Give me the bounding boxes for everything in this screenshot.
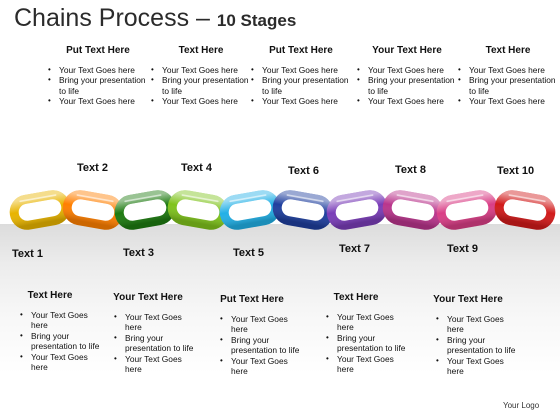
stage-label-7: Text 7 — [339, 243, 370, 255]
column-heading: Put Text Here — [220, 294, 284, 305]
column-heading: Text Here — [333, 292, 379, 303]
bullet-item: Your Text Goes here — [114, 354, 198, 375]
bullet-item: Your Text Goes here — [48, 65, 148, 76]
bullet-item: Your Text Goes here — [20, 310, 100, 331]
column-heading: Text Here — [27, 290, 73, 301]
chain-link-6 — [272, 190, 334, 230]
column-heading: Put Text Here — [269, 45, 333, 56]
chain-graphic — [9, 190, 556, 230]
top-column-3: Put Text Here Your Text Goes here Bring … — [251, 45, 351, 107]
bullet-item: Your Text Goes here — [151, 96, 251, 107]
bullet-item: Your Text Goes here — [251, 65, 351, 76]
bullet-list: Your Text Goes here Bring your presentat… — [458, 65, 558, 107]
bullet-list: Your Text Goes here Bring your presentat… — [48, 65, 148, 107]
bullet-item: Your Text Goes here — [458, 96, 558, 107]
column-heading: Your Text Here — [372, 45, 442, 56]
bullet-item: Your Text Goes here — [458, 65, 558, 76]
bullet-item: Bring your presentation to life — [357, 75, 457, 96]
bullet-item: Your Text Goes here — [436, 314, 518, 335]
chain-link-8 — [382, 190, 444, 230]
bullet-list: Your Text Goes here Bring your presentat… — [436, 314, 518, 376]
bullet-item: Bring your presentation to life — [20, 331, 100, 352]
bullet-item: Your Text Goes here — [357, 96, 457, 107]
page-title: Chains Process – 10 Stages — [14, 4, 296, 33]
column-heading: Put Text Here — [66, 45, 130, 56]
column-heading: Your Text Here — [113, 292, 183, 303]
bullet-item: Your Text Goes here — [48, 96, 148, 107]
bullet-list: Your Text Goes here Bring your presentat… — [114, 312, 198, 374]
top-column-2: Text Here Your Text Goes here Bring your… — [151, 45, 251, 107]
bullet-item: Your Text Goes here — [220, 356, 302, 377]
chain-link-7 — [326, 190, 388, 230]
logo-text: Your Logo — [503, 401, 540, 410]
bullet-item: Bring your presentation to life — [48, 75, 148, 96]
chain-link-3 — [114, 190, 176, 230]
column-heading: Your Text Here — [433, 294, 503, 305]
top-column-1: Put Text Here Your Text Goes here Bring … — [48, 45, 148, 107]
bottom-column-4: Text Here Your Text Goes here Bring your… — [306, 292, 406, 374]
column-heading: Text Here — [178, 45, 224, 56]
stage-label-1: Text 1 — [12, 248, 43, 260]
bottom-column-2: Your Text Here Your Text Goes here Bring… — [98, 292, 198, 374]
bottom-column-1: Text Here Your Text Goes here Bring your… — [0, 290, 100, 372]
stage-label-5: Text 5 — [233, 247, 264, 259]
title-main: Chains Process — [14, 4, 190, 32]
bullet-item: Your Text Goes here — [20, 352, 100, 373]
bullet-item: Your Text Goes here — [326, 354, 406, 375]
chain-link-2 — [62, 190, 124, 230]
column-heading: Text Here — [485, 45, 531, 56]
chain-link-4 — [167, 190, 229, 230]
stage-label-10: Text 10 — [497, 165, 535, 177]
top-column-4: Your Text Here Your Text Goes here Bring… — [357, 45, 457, 107]
bullet-item: Your Text Goes here — [151, 65, 251, 76]
bullet-list: Your Text Goes here Bring your presentat… — [220, 314, 302, 376]
chain-link-5 — [219, 190, 281, 230]
stage-label-8: Text 8 — [395, 164, 426, 176]
stage-label-3: Text 3 — [123, 247, 154, 259]
bullet-list: Your Text Goes here Bring your presentat… — [357, 65, 457, 107]
bullet-item: Your Text Goes here — [220, 314, 302, 335]
chain-link-1 — [9, 190, 71, 230]
bullet-item: Bring your presentation to life — [220, 335, 302, 356]
stage-label-9: Text 9 — [447, 243, 478, 255]
bullet-item: Bring your presentation to life — [458, 75, 558, 96]
bullet-list: Your Text Goes here Bring your presentat… — [251, 65, 351, 107]
bullet-item: Bring your presentation to life — [151, 75, 251, 96]
title-subtitle: 10 Stages — [216, 11, 297, 30]
stage-label-4: Text 4 — [181, 162, 212, 174]
bullet-list: Your Text Goes here Bring your presentat… — [326, 312, 406, 374]
bottom-column-5: Your Text Here Your Text Goes here Bring… — [418, 294, 518, 376]
chain-link-9 — [436, 190, 498, 230]
bullet-item: Your Text Goes here — [114, 312, 198, 333]
bullet-item: Your Text Goes here — [326, 312, 406, 333]
bullet-item: Bring your presentation to life — [326, 333, 406, 354]
bullet-item: Bring your presentation to life — [114, 333, 198, 354]
top-column-5: Text Here Your Text Goes here Bring your… — [458, 45, 558, 107]
bullet-item: Your Text Goes here — [251, 96, 351, 107]
bottom-column-3: Put Text Here Your Text Goes here Bring … — [202, 294, 302, 376]
bullet-item: Bring your presentation to life — [436, 335, 518, 356]
bullet-item: Bring your presentation to life — [251, 75, 351, 96]
bullet-list: Your Text Goes here Bring your presentat… — [20, 310, 100, 372]
bullet-item: Your Text Goes here — [436, 356, 518, 377]
stage-label-2: Text 2 — [77, 162, 108, 174]
stage-label-6: Text 6 — [288, 165, 319, 177]
bullet-item: Your Text Goes here — [357, 65, 457, 76]
title-dash: – — [196, 4, 210, 32]
bullet-list: Your Text Goes here Bring your presentat… — [151, 65, 251, 107]
chain-link-10 — [494, 190, 556, 230]
